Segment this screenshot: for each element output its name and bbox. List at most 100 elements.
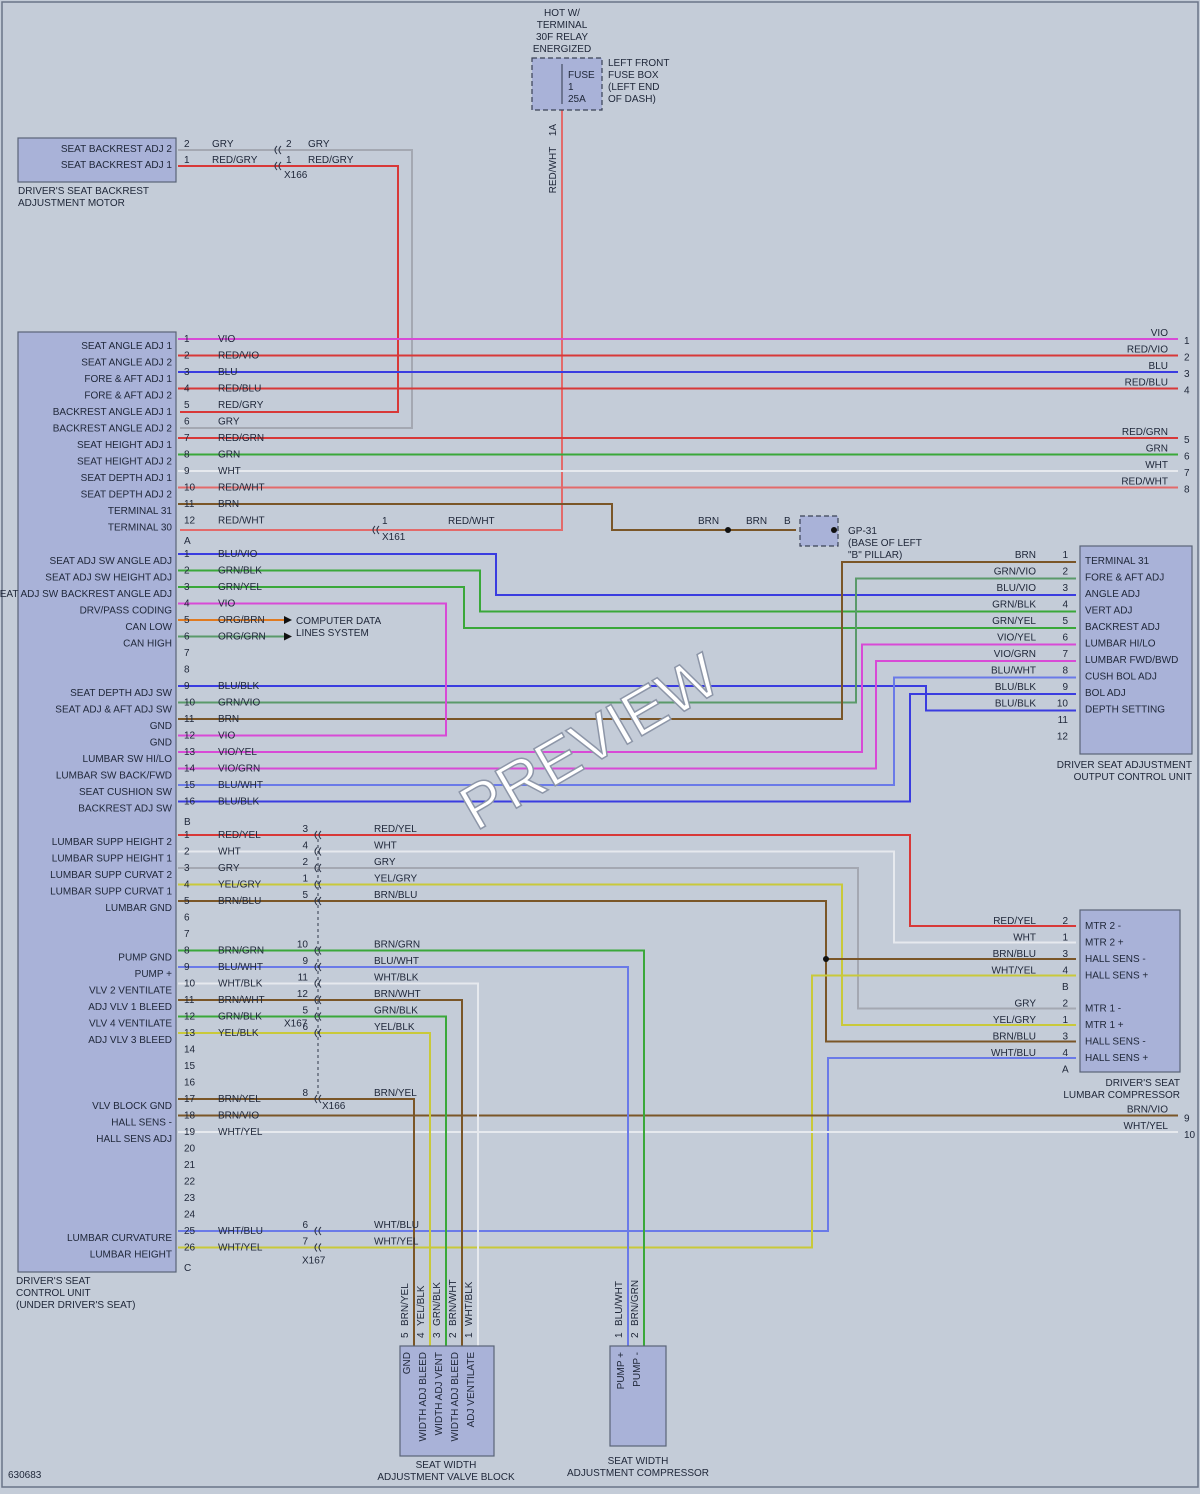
connector-label: A [1062, 1065, 1069, 1076]
compressor-pin-label: HALL SENS + [1085, 1053, 1148, 1064]
wire-label: GRY [212, 139, 234, 150]
output-unit-box [1079, 545, 1193, 755]
wire-label: GRN/VIO [994, 567, 1036, 578]
pin-number: 1 [184, 334, 190, 345]
pin-number: 3 [184, 863, 190, 874]
connector-label: X167 [284, 1019, 308, 1030]
cu-pin-label: LUMBAR HEIGHT [90, 1250, 172, 1261]
cu-pin-label: ADJ VLV 3 BLEED [88, 1035, 172, 1046]
connector-label: X166 [322, 1101, 346, 1112]
pin-number: 2 [1062, 567, 1068, 578]
pin-number: 2 [302, 857, 308, 868]
fuse-box [531, 57, 603, 111]
seat-compressor-caption: SEAT WIDTH [608, 1456, 669, 1467]
pin-number: 2 [630, 1332, 641, 1338]
pin-number: 10 [297, 940, 309, 951]
wire-label: GRN [218, 450, 240, 461]
connector-label: X166 [284, 170, 308, 181]
wire-label: WHT [218, 466, 241, 477]
wire-label: WHT/BLU [991, 1048, 1036, 1059]
wire-label: WHT/BLK [374, 973, 419, 984]
fuse-label: 25A [568, 94, 586, 105]
pin-number: 24 [184, 1210, 196, 1221]
backrest-motor-caption: DRIVER'S SEAT BACKREST [18, 186, 149, 197]
pin-number: 8 [302, 1088, 308, 1099]
wire-label: WHT [1013, 933, 1036, 944]
pin-number: 7 [184, 433, 190, 444]
wire-backrest-gry [178, 149, 413, 429]
pin-number: 4 [1062, 600, 1068, 611]
pin-number: 14 [184, 1045, 196, 1056]
wire-lumbar-curvature [178, 1057, 1076, 1232]
compressor-caption: LUMBAR COMPRESSOR [1063, 1090, 1180, 1101]
right-pin-number: 7 [1184, 468, 1190, 479]
wire-label: YEL/GRY [993, 1015, 1036, 1026]
connector-label: B [1062, 982, 1069, 993]
wire-to-output-9 [178, 693, 1076, 803]
right-pin-number: 1 [1184, 336, 1190, 347]
ground-label: "B" PILLAR) [848, 550, 902, 561]
fuse-label: 1 [568, 82, 574, 93]
arrow-icon [284, 632, 292, 641]
output-pin-label: CUSH BOL ADJ [1085, 672, 1157, 683]
wire-label: YEL/GRY [218, 880, 261, 891]
wire-label: RED/GRY [308, 155, 354, 166]
cu-pin-label: VLV 2 VENTILATE [89, 986, 172, 997]
splice-dot [831, 527, 837, 533]
output-unit-caption: DRIVER SEAT ADJUSTMENT [1057, 760, 1192, 771]
pin-number: 5 [1062, 616, 1068, 627]
output-pin-label: FORE & AFT ADJ [1085, 573, 1164, 584]
pin-number: 10 [1057, 699, 1069, 710]
wire-label: GRY [1015, 999, 1037, 1010]
control-unit-box [17, 331, 177, 1273]
wire-label: BLU/WHT [614, 1281, 625, 1326]
output-pin-label: DEPTH SETTING [1085, 705, 1165, 716]
pin-number: 4 [184, 599, 190, 610]
ground-label: (BASE OF LEFT [848, 538, 922, 549]
wire-label: BRN [746, 516, 767, 527]
arrow-icon [284, 616, 292, 624]
pin-number: 7 [1062, 649, 1068, 660]
wire-label: WHT/YEL [218, 1243, 263, 1254]
right-pin-number: 4 [1184, 386, 1190, 397]
right-wire-label: WHT [1145, 460, 1168, 471]
pin-number: 1 [614, 1332, 625, 1338]
pin-number: 3 [432, 1332, 443, 1338]
pin-number: 12 [297, 989, 309, 1000]
output-unit-caption: OUTPUT CONTROL UNIT [1074, 772, 1192, 783]
pin-number: 3 [1062, 949, 1068, 960]
cu-pin-label: TERMINAL 30 [108, 523, 173, 534]
wire-label: GRN/YEL [992, 616, 1036, 627]
x167-connector [314, 1094, 322, 1104]
right-wire-label: RED/WHT [1121, 477, 1168, 488]
watermark: PREVIEW [449, 641, 732, 844]
wire-label: BRN/BLU [993, 1032, 1036, 1043]
fuse-box-label: (LEFT END [608, 82, 660, 93]
wire-label: YEL/BLK [218, 1028, 259, 1039]
wire-label: BRN/WHT [448, 1279, 459, 1326]
right-pin-number: 8 [1184, 485, 1190, 496]
pin-number: 1 [1062, 933, 1068, 944]
pin-number: 2 [1062, 999, 1068, 1010]
valve-pin-label: GND [402, 1352, 413, 1374]
cu-pin-label: FORE & AFT ADJ 1 [84, 374, 172, 385]
right-wire-label: VIO [1151, 328, 1168, 339]
pin-number: 18 [184, 1111, 196, 1122]
pin-number: 20 [184, 1144, 196, 1155]
fuse-hot-label: 30F RELAY [536, 32, 588, 43]
wire-vlv2-vent [178, 982, 479, 1346]
cu-pin-label: CAN LOW [125, 622, 172, 633]
wire-to-output-5 [178, 586, 1076, 629]
pin-number: 17 [184, 1094, 196, 1105]
cu-pin-label: SEAT ADJ & AFT ADJ SW [55, 705, 172, 716]
cu-pin-label: LUMBAR SW BACK/FWD [56, 771, 172, 782]
x167-connector [314, 830, 322, 840]
wire-label: BRN [698, 516, 719, 527]
wire-label: BLU [218, 367, 237, 378]
pin-number: 10 [184, 483, 196, 494]
valve-pin-label: WIDTH ADJ BLEED [418, 1352, 429, 1441]
x167-connector [314, 847, 322, 856]
right-wire-label: BLU [1149, 361, 1168, 372]
wire-label: GRN/BLK [374, 1006, 418, 1017]
